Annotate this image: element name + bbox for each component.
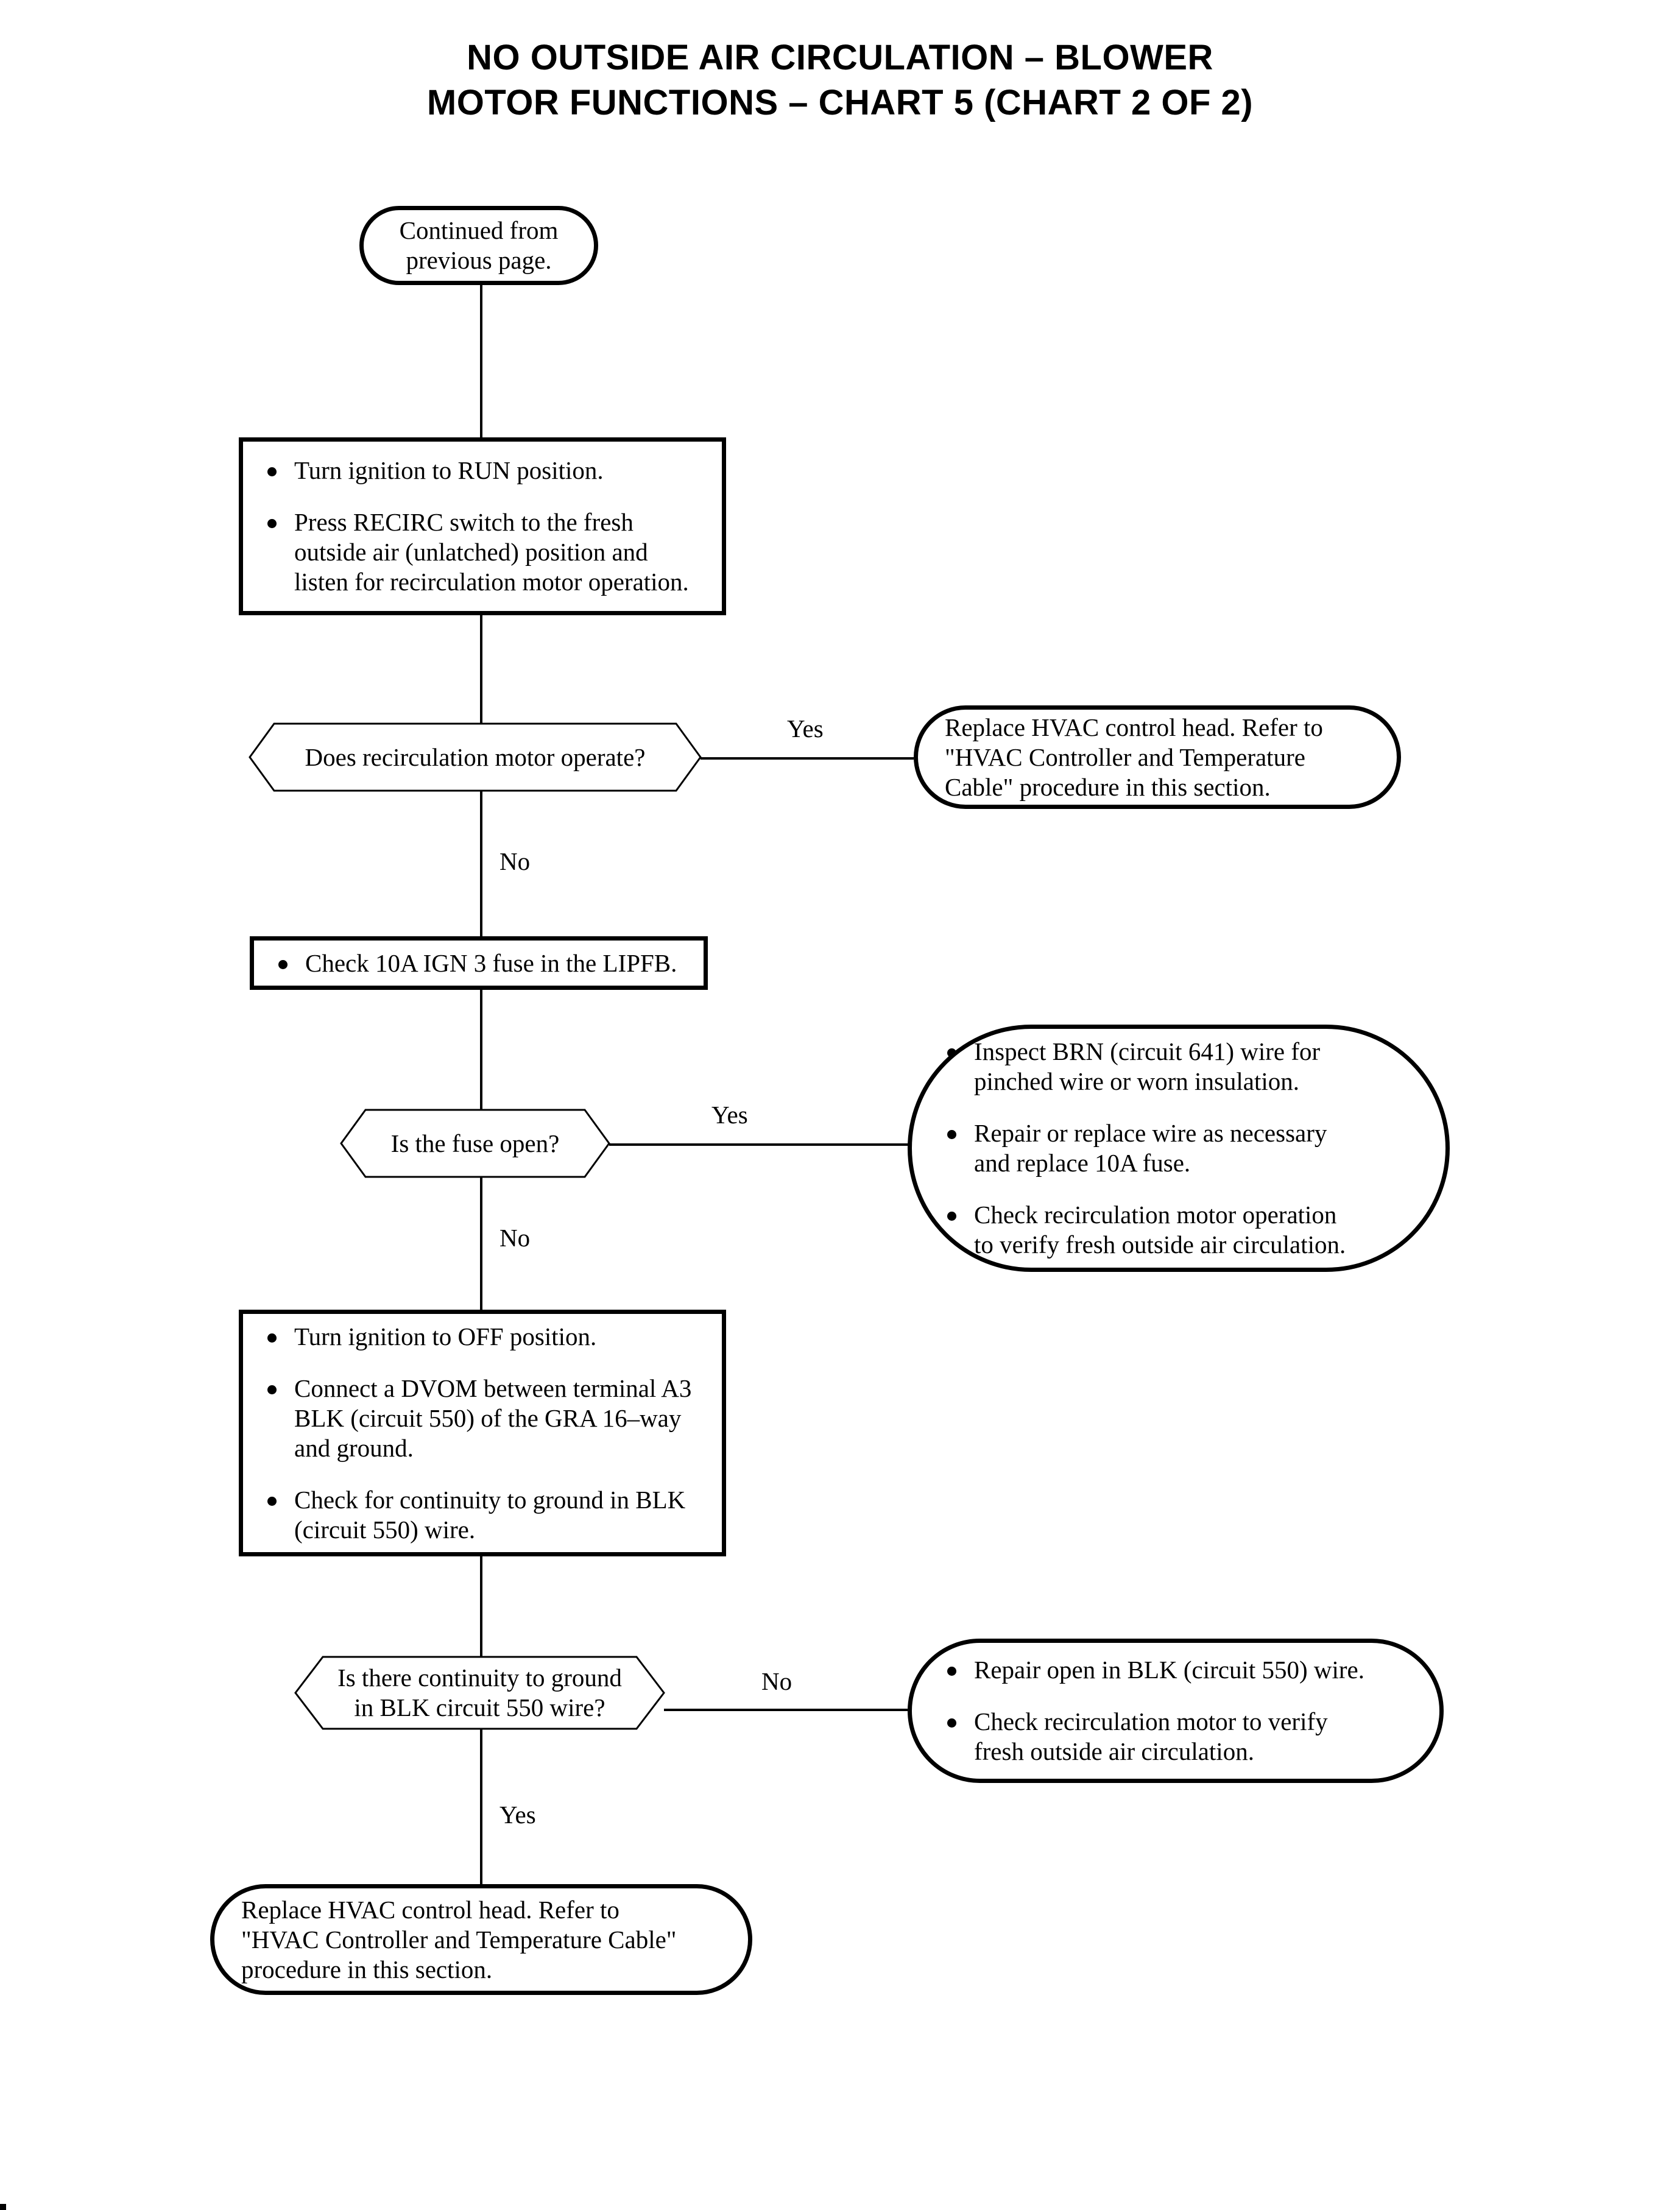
list-item: Turn ignition to RUN position. bbox=[259, 456, 706, 485]
connector-step2-to-dec2 bbox=[480, 990, 482, 1133]
decision-2-label: Is the fuse open? bbox=[390, 1129, 560, 1157]
step-3-bullet-list: Turn ignition to OFF position. Connect a… bbox=[259, 1322, 706, 1545]
decision-is-the-fuse-open[interactable]: Is the fuse open? bbox=[341, 1110, 609, 1177]
decision-does-recirculation-motor-operate[interactable]: Does recirculation motor operate? bbox=[250, 724, 701, 791]
branch-label-yes-3: Yes bbox=[499, 1801, 536, 1829]
branch-label-no-3: No bbox=[761, 1667, 792, 1695]
process-step-2[interactable]: Check 10A IGN 3 fuse in the LIPFB. bbox=[250, 936, 708, 990]
terminal-4-text: Replace HVAC control head. Refer to "HVA… bbox=[241, 1895, 677, 1983]
terminal-3-bullet-list: Repair open in BLK (circuit 550) wire. C… bbox=[939, 1655, 1413, 1767]
terminal-replace-hvac-control-head-1[interactable]: Replace HVAC control head. Refer to "HVA… bbox=[914, 705, 1401, 809]
terminal-replace-hvac-control-head-2[interactable]: Replace HVAC control head. Refer to "HVA… bbox=[210, 1884, 752, 1995]
connector-dec3-no bbox=[664, 1709, 908, 1711]
connector-step1-to-dec1 bbox=[480, 615, 482, 737]
hexagon-shape bbox=[341, 1110, 609, 1177]
page-corner-mark bbox=[0, 2204, 6, 2210]
hexagon-shape bbox=[250, 724, 701, 791]
connector-step3-to-dec3 bbox=[480, 1556, 482, 1657]
list-item: Repair or replace wire as necessary and … bbox=[939, 1118, 1419, 1178]
list-item: Repair open in BLK (circuit 550) wire. bbox=[939, 1655, 1413, 1685]
terminal-inspect-brn-wire[interactable]: Inspect BRN (circuit 641) wire for pinch… bbox=[908, 1025, 1450, 1272]
connector-start-to-step1 bbox=[480, 285, 482, 437]
list-item: Check for continuity to ground in BLK (c… bbox=[259, 1485, 706, 1545]
terminal-repair-open-in-blk-wire[interactable]: Repair open in BLK (circuit 550) wire. C… bbox=[908, 1639, 1444, 1783]
branch-label-no-2: No bbox=[499, 1224, 531, 1252]
list-item: Turn ignition to OFF position. bbox=[259, 1322, 706, 1352]
hexagon-shape bbox=[295, 1657, 664, 1729]
connector-dec1-yes bbox=[701, 757, 914, 760]
branch-label-yes-2: Yes bbox=[711, 1101, 748, 1129]
terminal-continued-from-previous-page[interactable]: Continued from previous page. bbox=[359, 206, 598, 285]
process-step-3[interactable]: Turn ignition to OFF position. Connect a… bbox=[239, 1310, 726, 1556]
decision-3-label: Is there continuity to ground in BLK cir… bbox=[337, 1664, 622, 1721]
branch-label-yes-1: Yes bbox=[787, 715, 824, 743]
list-item: Check recirculation motor operation to v… bbox=[939, 1200, 1419, 1260]
terminal-2-bullet-list: Inspect BRN (circuit 641) wire for pinch… bbox=[939, 1037, 1419, 1260]
connector-dec2-yes bbox=[609, 1143, 914, 1146]
decision-is-there-continuity-to-ground[interactable]: Is there continuity to ground in BLK cir… bbox=[295, 1657, 664, 1729]
list-item: Inspect BRN (circuit 641) wire for pinch… bbox=[939, 1037, 1419, 1096]
list-item: Press RECIRC switch to the fresh outside… bbox=[259, 507, 706, 597]
branch-label-no-1: No bbox=[499, 847, 531, 875]
page-title: NO OUTSIDE AIR CIRCULATION – BLOWER MOTO… bbox=[426, 38, 1254, 122]
list-item: Check 10A IGN 3 fuse in the LIPFB. bbox=[270, 948, 688, 978]
terminal-1-text: Replace HVAC control head. Refer to "HVA… bbox=[945, 713, 1323, 801]
terminal-continued-text: Continued from previous page. bbox=[399, 216, 559, 274]
connector-dec1-no bbox=[480, 778, 482, 936]
process-step-1[interactable]: Turn ignition to RUN position. Press REC… bbox=[239, 437, 726, 615]
step-1-bullet-list: Turn ignition to RUN position. Press REC… bbox=[259, 456, 706, 597]
list-item: Connect a DVOM between terminal A3 BLK (… bbox=[259, 1374, 706, 1463]
step-2-bullet-list: Check 10A IGN 3 fuse in the LIPFB. bbox=[270, 948, 688, 978]
connector-dec2-no bbox=[480, 1163, 482, 1310]
decision-1-label: Does recirculation motor operate? bbox=[305, 743, 646, 771]
connector-dec3-yes bbox=[480, 1729, 482, 1884]
list-item: Check recirculation motor to verify fres… bbox=[939, 1707, 1413, 1767]
